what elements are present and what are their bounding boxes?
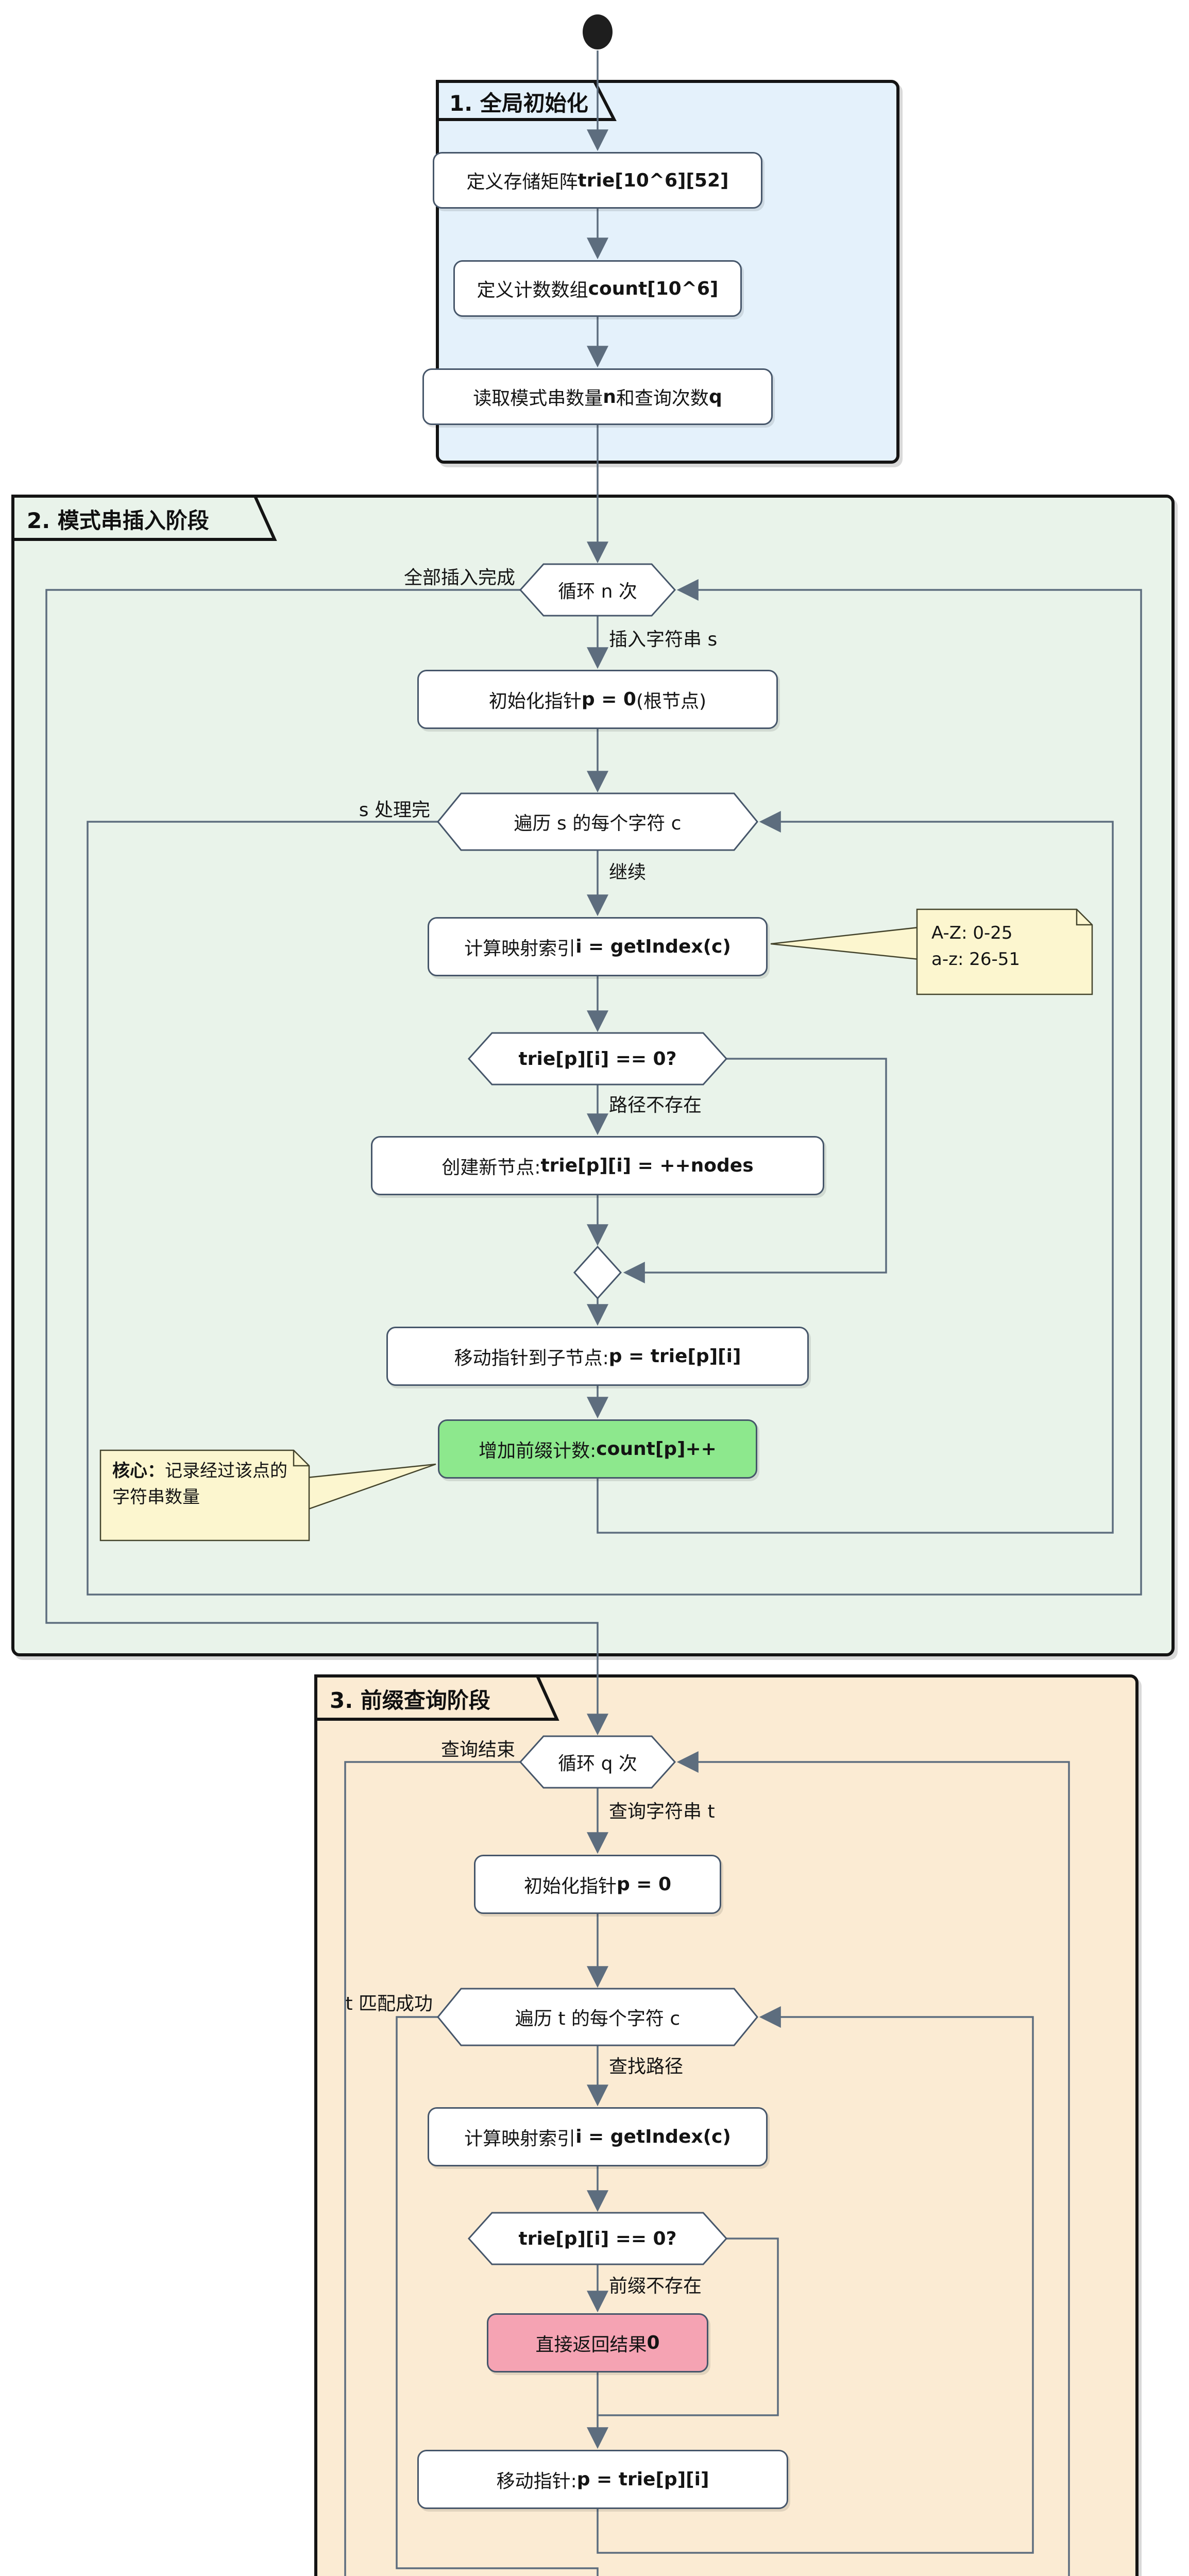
check-query-label: trie[p][i] == 0? — [518, 2228, 677, 2249]
edge-label-query-end: 查询结束 — [440, 1739, 515, 1760]
foreach-s-label: 遍历 s 的每个字符 c — [514, 813, 682, 834]
exit-query-end — [344, 1761, 520, 2576]
activity-init-pointer-query: 初始化指针 p = 0 — [474, 1855, 721, 1914]
edge-label-insert-string: 插入字符串 s — [609, 629, 718, 650]
bypass-else-insert — [623, 1058, 887, 1283]
exit-t-matched — [396, 2016, 599, 2576]
exit-insert-done — [45, 589, 608, 1736]
activity-define-count: 定义计数数组 count[10^6] — [453, 260, 742, 317]
activity-inc-count: 增加前缀计数: count[p]++ — [438, 1419, 757, 1479]
note-index-mapping — [916, 908, 1093, 995]
note-core — [99, 1449, 310, 1541]
edge-label-find-path: 查找路径 — [609, 2056, 684, 2077]
section-1-title: 1. 全局初始化 — [449, 91, 588, 116]
hex-foreach-s — [437, 792, 758, 851]
activity-create-node: 创建新节点: trie[p][i] = ++nodes — [371, 1136, 824, 1195]
merge-diamond — [573, 1245, 622, 1300]
hex-foreach-t — [437, 1988, 758, 2046]
bypass-else-query — [587, 2238, 779, 2449]
loop-q-label: 循环 q 次 — [558, 1753, 637, 1774]
tab-section-1 — [436, 80, 617, 121]
arrows — [45, 50, 1142, 2576]
loopback-foreach-t — [597, 2006, 1034, 2554]
activity-calc-index-query: 计算映射索引 i = getIndex(c) — [428, 2107, 768, 2166]
loopback-loop-q — [676, 1751, 1070, 2576]
note-core-text: 核心：记录经过该点的字符串数量 — [112, 1461, 287, 1507]
activity-calc-index-insert: 计算映射索引 i = getIndex(c) — [428, 917, 768, 976]
edge-label-no-prefix: 前缀不存在 — [609, 2276, 702, 2297]
edge-label-t-matched: t 匹配成功 — [345, 1993, 433, 2014]
section-3-title: 3. 前缀查询阶段 — [330, 1688, 490, 1713]
loop-n-label: 循环 n 次 — [558, 581, 637, 602]
tab-section-3 — [314, 1674, 559, 1721]
activity-init-pointer-root: 初始化指针 p = 0 (根节点) — [417, 670, 778, 729]
start-node — [583, 14, 613, 49]
hex-check-query — [467, 2212, 728, 2265]
activity-define-trie: 定义存储矩阵 trie[10^6][52] — [433, 152, 762, 209]
activity-move-pointer-query: 移动指针: p = trie[p][i] — [417, 2450, 788, 2509]
foreach-t-label: 遍历 t 的每个字符 c — [515, 2008, 681, 2029]
check-insert-label: trie[p][i] == 0? — [518, 1048, 677, 1070]
tab-section-2 — [11, 495, 277, 541]
hex-check-insert — [467, 1032, 728, 1086]
hex-loop-q — [519, 1735, 676, 1789]
exit-s-done — [87, 579, 1142, 1596]
edge-label-query-string: 查询字符串 t — [609, 1801, 715, 1822]
edge-label-s-done: s 处理完 — [359, 800, 430, 821]
activity-read-nq: 读取模式串数量 n 和查询次数 q — [422, 368, 773, 425]
note-connector-core — [306, 1463, 436, 1511]
section-2-title: 2. 模式串插入阶段 — [27, 508, 209, 533]
activity-move-pointer-child: 移动指针到子节点: p = trie[p][i] — [386, 1327, 809, 1386]
edge-label-no-path: 路径不存在 — [609, 1095, 702, 1116]
note-connector-index — [770, 926, 920, 960]
edge-label-insert-done: 全部插入完成 — [403, 567, 515, 588]
loopback-foreach-s — [597, 811, 1114, 1534]
edge-label-continue: 继续 — [609, 862, 647, 883]
hex-loop-n — [519, 563, 676, 617]
activity-return-zero: 直接返回结果 0 — [487, 2313, 708, 2372]
